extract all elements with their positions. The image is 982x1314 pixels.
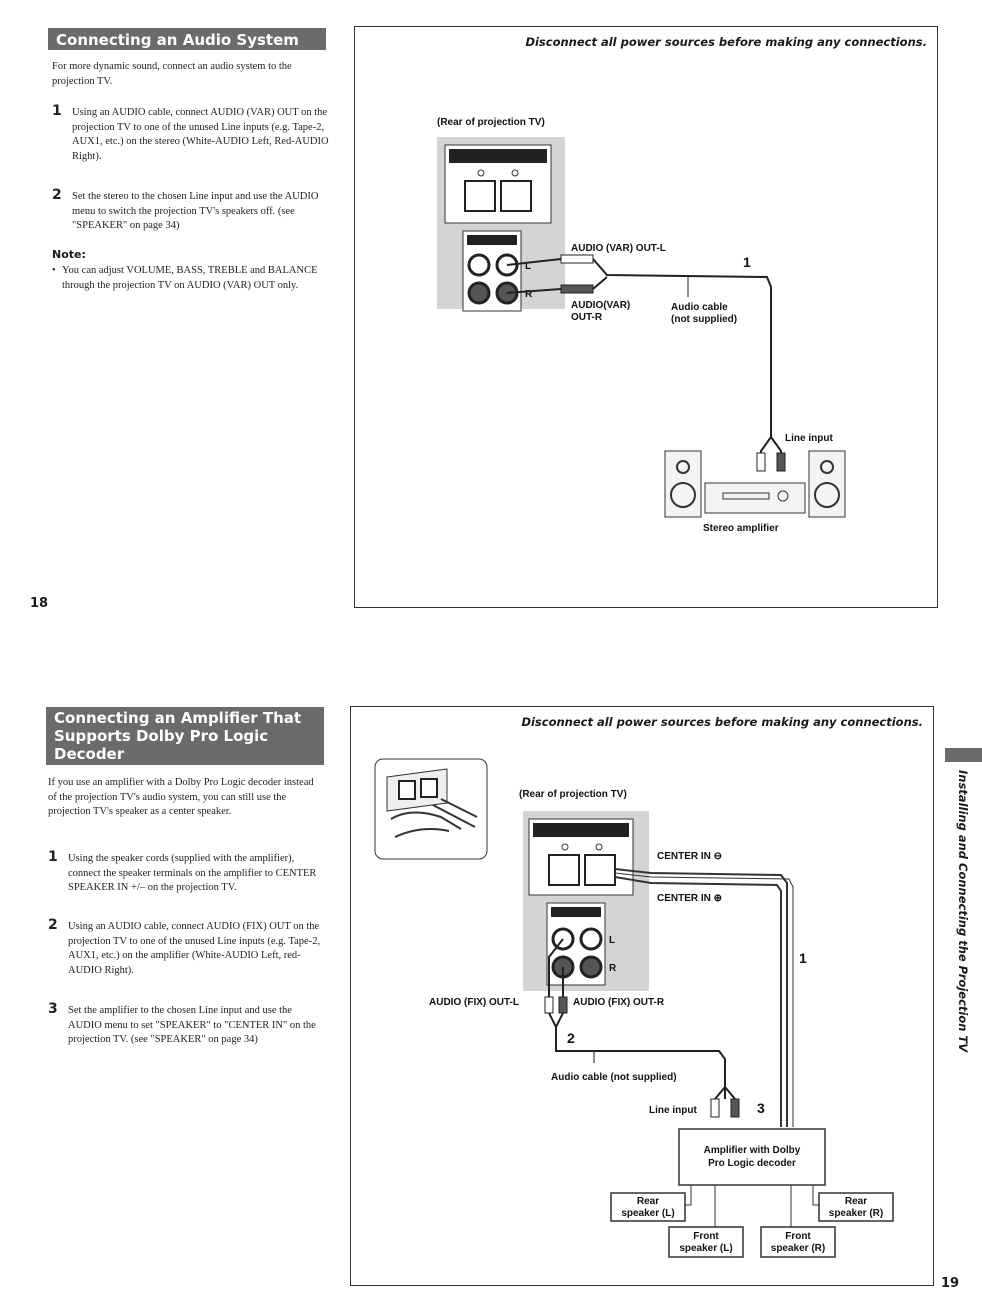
front-speaker-l-box — [668, 1226, 744, 1258]
label-var-out-l: AUDIO (VAR) OUT-L — [571, 243, 666, 254]
dolby-amplifier-box — [678, 1128, 826, 1186]
line-input-plug-l — [756, 452, 766, 472]
rear-label-dolby: (Rear of projection TV) — [519, 789, 627, 800]
rear-r-2: speaker (R) — [829, 1208, 883, 1219]
label-var-out-r-2: OUT-R — [571, 312, 603, 323]
stereo-amplifier-unit — [704, 482, 806, 514]
page-number-19: 19 — [941, 1276, 960, 1291]
page-number-18: 18 — [30, 596, 49, 611]
step-text: Set the stereo to the chosen Line input … — [72, 191, 319, 231]
jack-fix-l — [467, 253, 491, 277]
label-center-plus: CENTER IN ⊕ — [657, 893, 722, 904]
audio-cable-fix — [548, 1012, 726, 1099]
step-text: Using an AUDIO cable, connect AUDIO (FIX… — [68, 921, 321, 976]
fix-plug-r — [558, 996, 568, 1014]
label-cable-1: Audio cable — [671, 302, 728, 313]
note-text: • You can adjust VOLUME, BASS, TREBLE an… — [52, 264, 324, 293]
jack-r-label-dolby: R — [609, 963, 617, 974]
rear-label: (Rear of projection TV) — [437, 117, 545, 128]
warning-text-dolby: Disconnect all power sources before maki… — [521, 715, 923, 729]
step-number: 1 — [52, 103, 62, 119]
intro-paragraph-dolby: If you use an amplifier with a Dolby Pro… — [48, 777, 314, 817]
front-r-1: Front — [785, 1231, 811, 1242]
rear-r-1: Rear — [845, 1196, 867, 1207]
rear-speaker-r-box — [818, 1192, 894, 1222]
label-cable-2: (not supplied) — [671, 314, 737, 325]
warning-text: Disconnect all power sources before maki… — [525, 35, 927, 49]
chapter-tab — [945, 748, 982, 762]
terminal-label-strip — [449, 149, 547, 163]
section-title-audio-system: Connecting an Audio System — [48, 28, 326, 50]
intro-paragraph: For more dynamic sound, connect an audio… — [52, 61, 292, 87]
label-fix-out-l: AUDIO (FIX) OUT-L — [429, 997, 519, 1008]
rear-l-2: speaker (L) — [621, 1208, 674, 1219]
fix-plug-l — [544, 996, 554, 1014]
chapter-side-text: Installing and Connecting the Projection… — [956, 770, 970, 1053]
label-audio-cable-dolby: Audio cable (not supplied) — [551, 1072, 677, 1083]
audio-system-diagram: (Rear of projection TV) L R AUDIO (VAR) … — [437, 117, 846, 534]
step-text: Using the speaker cords (supplied with t… — [68, 853, 317, 893]
title-line-1: Connecting an Amplifier That — [54, 709, 302, 727]
plug-r — [560, 284, 594, 294]
rear-l-1: Rear — [637, 1196, 659, 1207]
plug-l — [560, 254, 594, 264]
marker-2-dolby: 2 — [567, 1030, 575, 1046]
speaker-cord-minus — [614, 868, 788, 1127]
title-line-3: Decoder — [54, 745, 125, 763]
note-body: You can adjust VOLUME, BASS, TREBLE and … — [62, 265, 318, 291]
rear-speaker-l-box — [610, 1192, 686, 1222]
diagram-frame-audio-system: Disconnect all power sources before maki… — [354, 26, 938, 608]
jack-l-label-dolby: L — [609, 935, 615, 946]
front-l-1: Front — [693, 1231, 719, 1242]
line-input-plug-r — [776, 452, 786, 472]
label-center-minus: CENTER IN ⊖ — [657, 851, 722, 862]
bullet: • — [52, 265, 56, 276]
line-plug-l-dolby — [710, 1098, 720, 1118]
amp-label-2: Pro Logic decoder — [708, 1158, 796, 1169]
diagram-frame-dolby: Disconnect all power sources before maki… — [350, 706, 934, 1286]
dolby-diagram: (Rear of projection TV) L R CENTER IN ⊖ … — [374, 758, 894, 1258]
jack-r-label: R — [525, 289, 533, 300]
marker-3-dolby: 3 — [757, 1100, 765, 1116]
front-l-2: speaker (L) — [679, 1243, 732, 1254]
step-number: 3 — [48, 1001, 58, 1017]
step-number: 2 — [48, 917, 58, 933]
note-title: Note: — [52, 248, 86, 261]
step-number: 1 — [48, 849, 58, 865]
step-text: Using an AUDIO cable, connect AUDIO (VAR… — [72, 107, 329, 162]
jack-l-label: L — [525, 261, 531, 272]
section-title-dolby-amplifier: Connecting an Amplifier That Supports Do… — [46, 707, 324, 765]
marker-1-dolby: 1 — [799, 950, 807, 966]
label-var-out-r-1: AUDIO(VAR) — [571, 300, 630, 311]
step-marker-1: 1 — [743, 254, 751, 270]
step-number: 2 — [52, 187, 62, 203]
jack-fix-r — [467, 281, 491, 305]
speaker-terminal-plus — [500, 180, 532, 212]
label-stereo-amplifier: Stereo amplifier — [703, 523, 779, 534]
label-line-input-dolby: Line input — [649, 1105, 697, 1116]
speaker-terminal-minus — [464, 180, 496, 212]
label-fix-out-r: AUDIO (FIX) OUT-R — [573, 997, 665, 1008]
amp-label-1: Amplifier with Dolby — [704, 1145, 801, 1156]
line-plug-r-dolby — [730, 1098, 740, 1118]
label-line-input: Line input — [785, 433, 833, 444]
front-speaker-r-box — [760, 1226, 836, 1258]
title-line-2: Supports Dolby Pro Logic — [54, 727, 269, 745]
front-r-2: speaker (R) — [771, 1243, 825, 1254]
step-text: Set the amplifier to the chosen Line inp… — [68, 1005, 316, 1045]
